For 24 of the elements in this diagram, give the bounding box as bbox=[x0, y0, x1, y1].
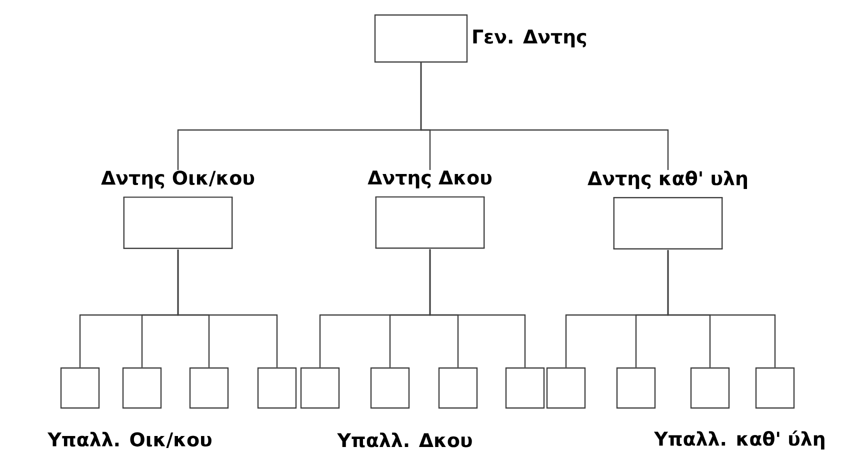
employee-box bbox=[300, 367, 340, 409]
employee-box bbox=[122, 367, 162, 409]
employee-box bbox=[370, 367, 410, 409]
employee-box bbox=[616, 367, 656, 409]
manager-box: Γεν. Δντης bbox=[374, 14, 586, 63]
employee-box bbox=[438, 367, 478, 409]
connector-line bbox=[177, 250, 278, 368]
connector-line bbox=[429, 249, 526, 368]
group-label: Υπαλλ. Δκου bbox=[337, 432, 472, 448]
employee-box bbox=[60, 367, 100, 409]
employee-box bbox=[690, 367, 730, 409]
connector-line bbox=[420, 62, 669, 170]
connector-line bbox=[667, 250, 776, 368]
employee-box bbox=[755, 367, 795, 409]
employee-box bbox=[257, 367, 297, 409]
employee-box bbox=[505, 367, 545, 409]
group-label: Υπαλλ. καθ' ύλη bbox=[654, 430, 824, 450]
node-label: Γεν. Δντης bbox=[473, 30, 586, 48]
department-box: Δντης Δκου bbox=[368, 170, 492, 249]
department-box: Δντης Οικ/κου bbox=[101, 170, 254, 249]
employee-box bbox=[546, 367, 586, 409]
group-label: Υπαλλ. Οικ/κου bbox=[47, 432, 212, 448]
employee-box bbox=[189, 367, 229, 409]
department-box: Δντης καθ' υλη bbox=[588, 170, 747, 250]
